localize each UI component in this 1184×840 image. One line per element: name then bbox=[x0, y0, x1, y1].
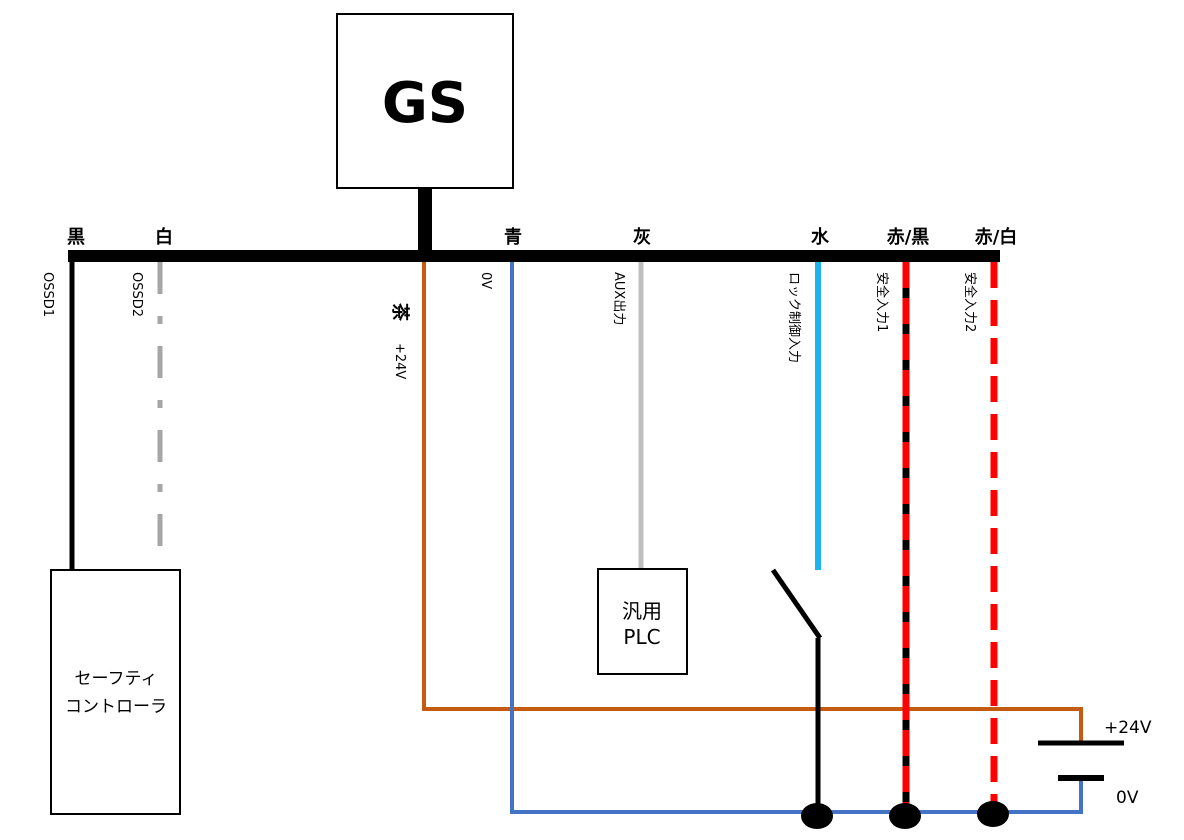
wire-label-light-blue: 水 bbox=[811, 226, 830, 248]
gs-label: GS bbox=[382, 71, 468, 136]
junction-node-lock bbox=[801, 803, 833, 829]
wire-label-red-white: 赤/白 bbox=[975, 226, 1018, 248]
signal-label-lock-control: ロック制御入力 bbox=[786, 272, 801, 363]
power-supply-minus-label: 0V bbox=[1116, 788, 1139, 808]
wire-label-black: 黒 bbox=[67, 227, 85, 248]
wire-label-gray: 灰 bbox=[633, 226, 651, 248]
power-supply-plus-label: +24V bbox=[1104, 718, 1152, 738]
signal-label-plus24v: +24V bbox=[392, 343, 407, 379]
plc-box bbox=[597, 568, 688, 675]
wire-blue-0v bbox=[510, 262, 1083, 814]
gs-box bbox=[336, 13, 514, 189]
plc-line1: 汎用 bbox=[622, 599, 662, 623]
wire-label-red-black: 赤/黒 bbox=[887, 227, 930, 248]
signal-label-0v: 0V bbox=[478, 272, 493, 289]
signal-label-ossd2: OSSD2 bbox=[129, 272, 144, 317]
wire-label-brown: 茶 bbox=[389, 303, 411, 322]
signal-label-ossd1: OSSD1 bbox=[40, 272, 55, 317]
safety-controller-line1: セーフティ bbox=[75, 669, 158, 689]
safety-controller-box bbox=[50, 569, 181, 815]
signal-label-safety-in1: 安全入力1 bbox=[874, 272, 890, 332]
signal-label-safety-in2: 安全入力2 bbox=[962, 272, 978, 332]
safety-controller-line2: コントローラ bbox=[65, 697, 167, 717]
wire-label-white: 白 bbox=[155, 226, 173, 248]
gs-cable bbox=[418, 188, 432, 256]
plc-line2: PLC bbox=[623, 625, 660, 649]
trunk-cable bbox=[68, 250, 1000, 262]
lock-switch-lever bbox=[770, 568, 823, 640]
junction-node-safety1 bbox=[889, 803, 921, 829]
signal-label-aux-out: AUX出力 bbox=[611, 272, 626, 325]
wire-brown-24v bbox=[422, 262, 1083, 742]
wire-label-blue: 青 bbox=[504, 227, 522, 248]
junction-node-safety2 bbox=[977, 801, 1009, 827]
